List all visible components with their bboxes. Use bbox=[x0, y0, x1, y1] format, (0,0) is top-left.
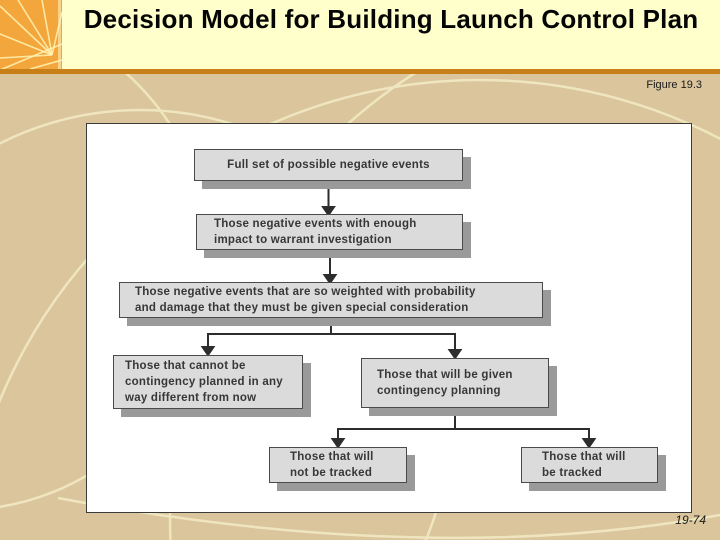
page-number: 19-74 bbox=[675, 513, 706, 527]
node-text-line: not be tracked bbox=[290, 467, 373, 479]
decor-circle bbox=[168, 0, 605, 540]
slide-title: Decision Model for Building Launch Contr… bbox=[83, 4, 699, 34]
node-cannot-be-planned: Those that cannot be contingency planned… bbox=[113, 355, 303, 409]
corner-accent-square bbox=[0, 0, 62, 69]
node-text-line: contingency planned in any bbox=[125, 376, 283, 388]
diagram-panel: Full set of possible negative events Tho… bbox=[86, 123, 692, 513]
figure-label: Figure 19.3 bbox=[646, 79, 702, 91]
node-text-line: way different from now bbox=[125, 392, 257, 404]
node-text-line: impact to warrant investigation bbox=[214, 234, 392, 246]
arrowhead bbox=[330, 438, 346, 449]
title-rule bbox=[0, 69, 720, 74]
arrowhead bbox=[581, 438, 597, 449]
node-text-line: and damage that they must be given speci… bbox=[135, 302, 469, 314]
node-text-line: Those that will be given bbox=[377, 369, 513, 381]
title-bar: Decision Model for Building Launch Contr… bbox=[62, 0, 720, 69]
node-special-consideration: Those negative events that are so weight… bbox=[119, 282, 543, 318]
node-text-line: Those that cannot be bbox=[125, 360, 246, 372]
node-text-line: Full set of possible negative events bbox=[227, 159, 430, 171]
node-will-be-planned: Those that will be given contingency pla… bbox=[361, 358, 549, 408]
node-text-line: Those negative events that are so weight… bbox=[135, 286, 476, 298]
node-text-line: Those that will bbox=[290, 451, 374, 463]
node-text-line: be tracked bbox=[542, 467, 603, 479]
decor-bottom-arc bbox=[57, 496, 720, 540]
node-not-tracked: Those that will not be tracked bbox=[269, 447, 407, 483]
arrowhead bbox=[447, 349, 463, 360]
decor-circle bbox=[0, 78, 720, 404]
node-full-set: Full set of possible negative events bbox=[194, 149, 463, 181]
node-tracked: Those that will be tracked bbox=[521, 447, 658, 483]
node-text-line: contingency planning bbox=[377, 385, 501, 397]
starburst-decoration bbox=[0, 0, 62, 69]
node-text-line: Those that will bbox=[542, 451, 626, 463]
node-warrant-investigation: Those negative events with enough impact… bbox=[196, 214, 463, 250]
arrowhead bbox=[200, 346, 216, 357]
node-text-line: Those negative events with enough bbox=[214, 218, 417, 230]
